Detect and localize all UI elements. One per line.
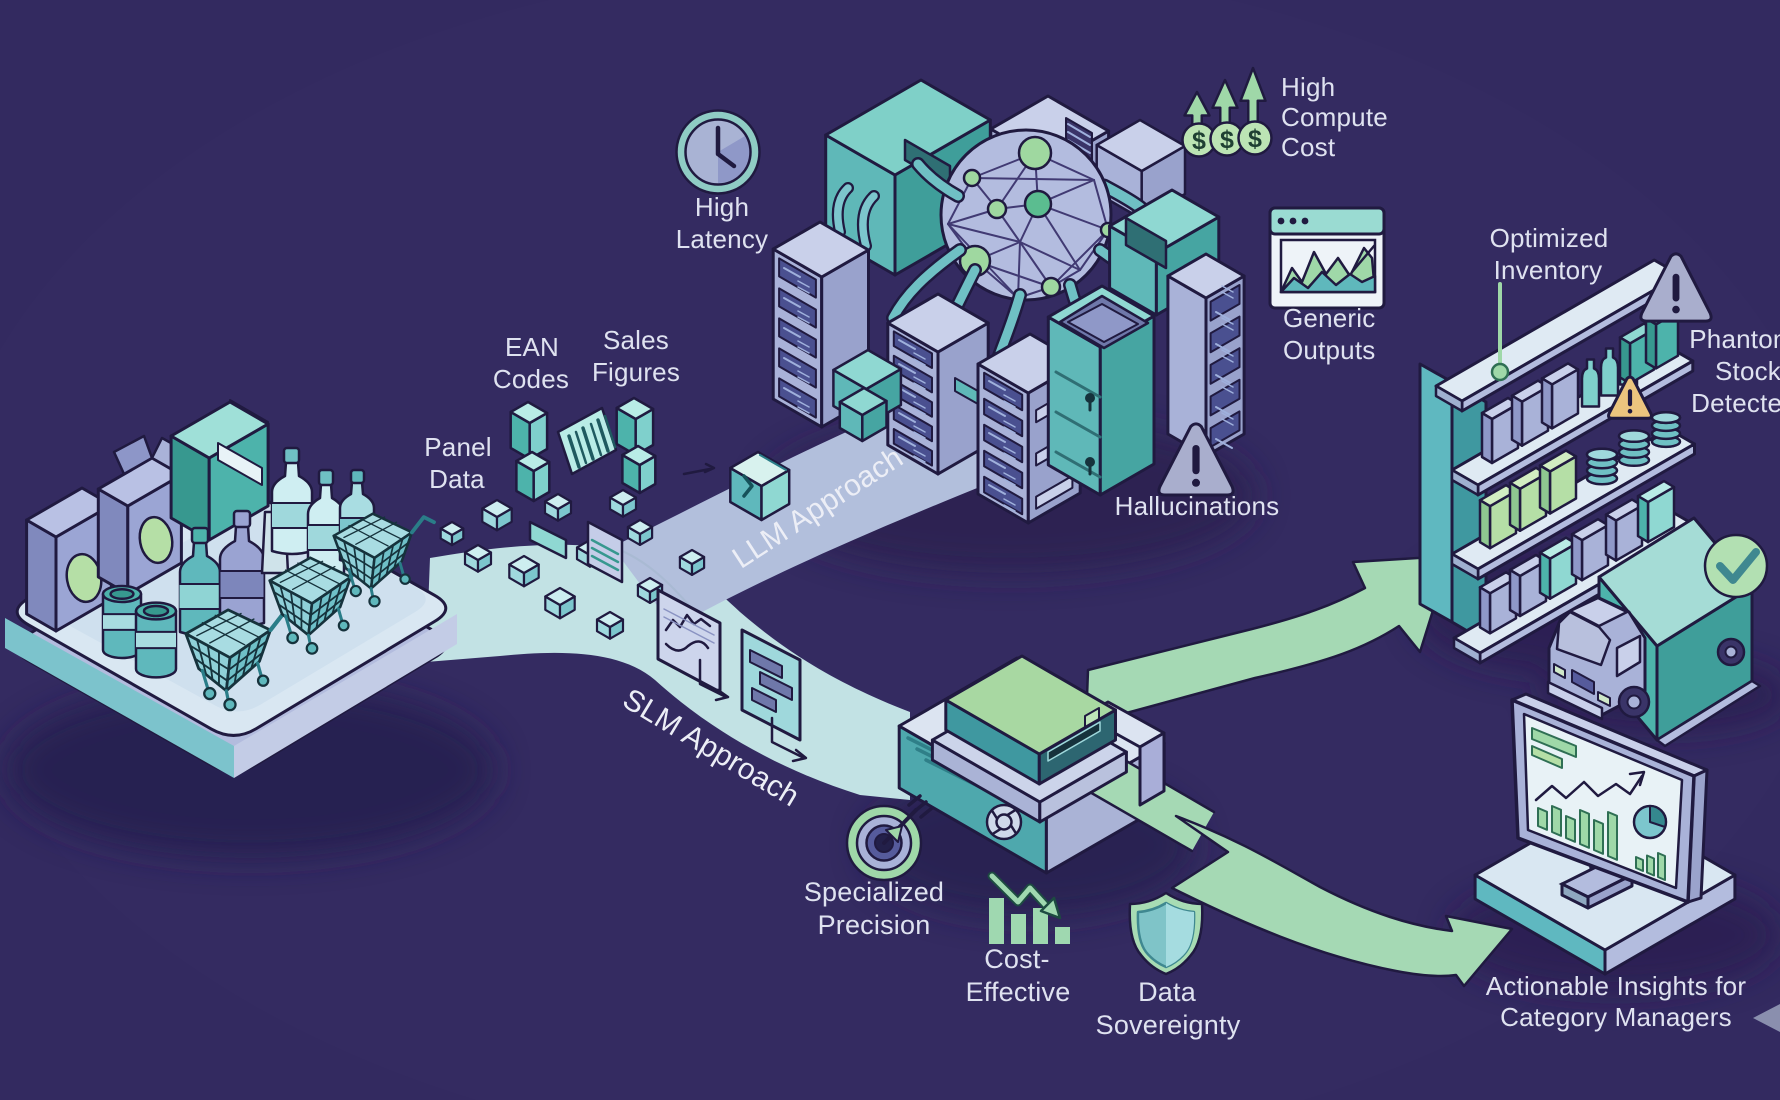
svg-text:Data: Data xyxy=(1138,977,1197,1007)
svg-text:Inventory: Inventory xyxy=(1494,255,1603,285)
svg-text:Panel: Panel xyxy=(424,432,492,462)
svg-text:Cost: Cost xyxy=(1281,132,1336,162)
svg-text:EAN: EAN xyxy=(505,332,559,362)
svg-text:Stock: Stock xyxy=(1715,356,1780,386)
svg-text:Latency: Latency xyxy=(676,224,768,254)
svg-text:High: High xyxy=(695,192,749,222)
svg-text:Hallucinations: Hallucinations xyxy=(1115,491,1280,521)
svg-text:Outputs: Outputs xyxy=(1283,335,1375,365)
svg-text:Data: Data xyxy=(429,464,485,494)
svg-text:Compute: Compute xyxy=(1281,102,1388,132)
svg-text:$: $ xyxy=(1192,127,1206,155)
svg-text:Specialized: Specialized xyxy=(804,877,944,907)
svg-text:Precision: Precision xyxy=(818,910,931,940)
svg-text:$: $ xyxy=(1220,126,1234,154)
svg-text:Figures: Figures xyxy=(592,357,680,387)
svg-text:Detected: Detected xyxy=(1691,388,1780,418)
svg-text:Sales: Sales xyxy=(603,325,669,355)
svg-text:Effective: Effective xyxy=(966,977,1071,1007)
svg-text:Actionable Insights for: Actionable Insights for xyxy=(1486,971,1747,1001)
svg-text:High: High xyxy=(1281,72,1335,102)
svg-text:Generic: Generic xyxy=(1283,303,1375,333)
svg-text:$: $ xyxy=(1248,125,1262,153)
svg-text:Category Managers: Category Managers xyxy=(1500,1002,1732,1032)
svg-text:Cost-: Cost- xyxy=(984,944,1050,974)
svg-text:Phantom: Phantom xyxy=(1689,324,1780,354)
svg-text:Codes: Codes xyxy=(493,364,569,394)
svg-text:Sovereignty: Sovereignty xyxy=(1096,1010,1241,1040)
svg-text:Optimized: Optimized xyxy=(1490,223,1609,253)
